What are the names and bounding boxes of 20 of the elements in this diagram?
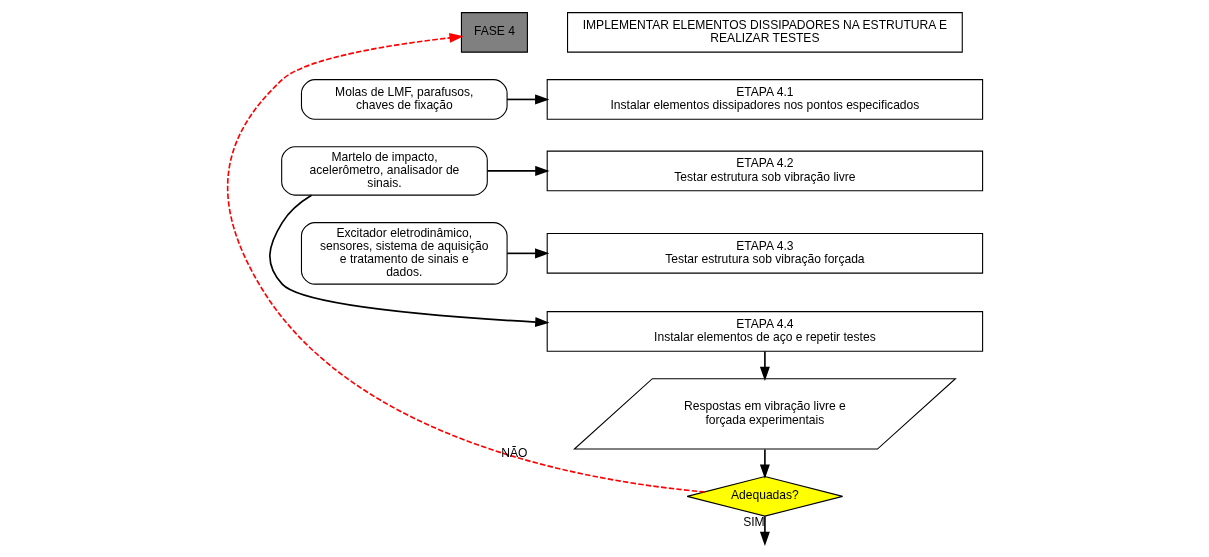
edge-label: SIM [742, 515, 765, 530]
arrow [226, 32, 705, 493]
node-box: FASE 4 [460, 12, 528, 53]
node-diamond: Adequadas? [686, 476, 843, 517]
node-box: ETAPA 4.3 Testar estrutura sob vibração forçada [546, 233, 983, 274]
node-box: IMPLEMENTAR ELEMENTOS DISSIPADORES NA ESTRUTURA E REALIZAR TESTES [566, 12, 963, 53]
node-box: ETAPA 4.4 Instalar elementos de aço e repetir testes [546, 311, 983, 352]
node-box: Martelo de impacto, acelerômetro, analisador de sinais. [280, 146, 488, 196]
arrow [268, 194, 549, 328]
arrow [505, 248, 549, 259]
node-box: Molas de LMF, parafusos, chaves de fixação [300, 79, 508, 120]
arrow [759, 448, 770, 479]
node-box: ETAPA 4.2 Testar estrutura sob vibração livre [546, 150, 983, 192]
arrow [486, 165, 549, 176]
node-box: Excitador eletrodinâmico, sensores, sistema de aquisição e tratamento de sinais e dados. [300, 222, 508, 285]
arrow [759, 350, 770, 381]
arrow [759, 515, 770, 546]
edge-label: NÃO [500, 446, 527, 461]
node-box: ETAPA 4.1 Instalar elementos dissipadores nos pontos especificados [546, 79, 983, 120]
arrow [505, 94, 549, 105]
